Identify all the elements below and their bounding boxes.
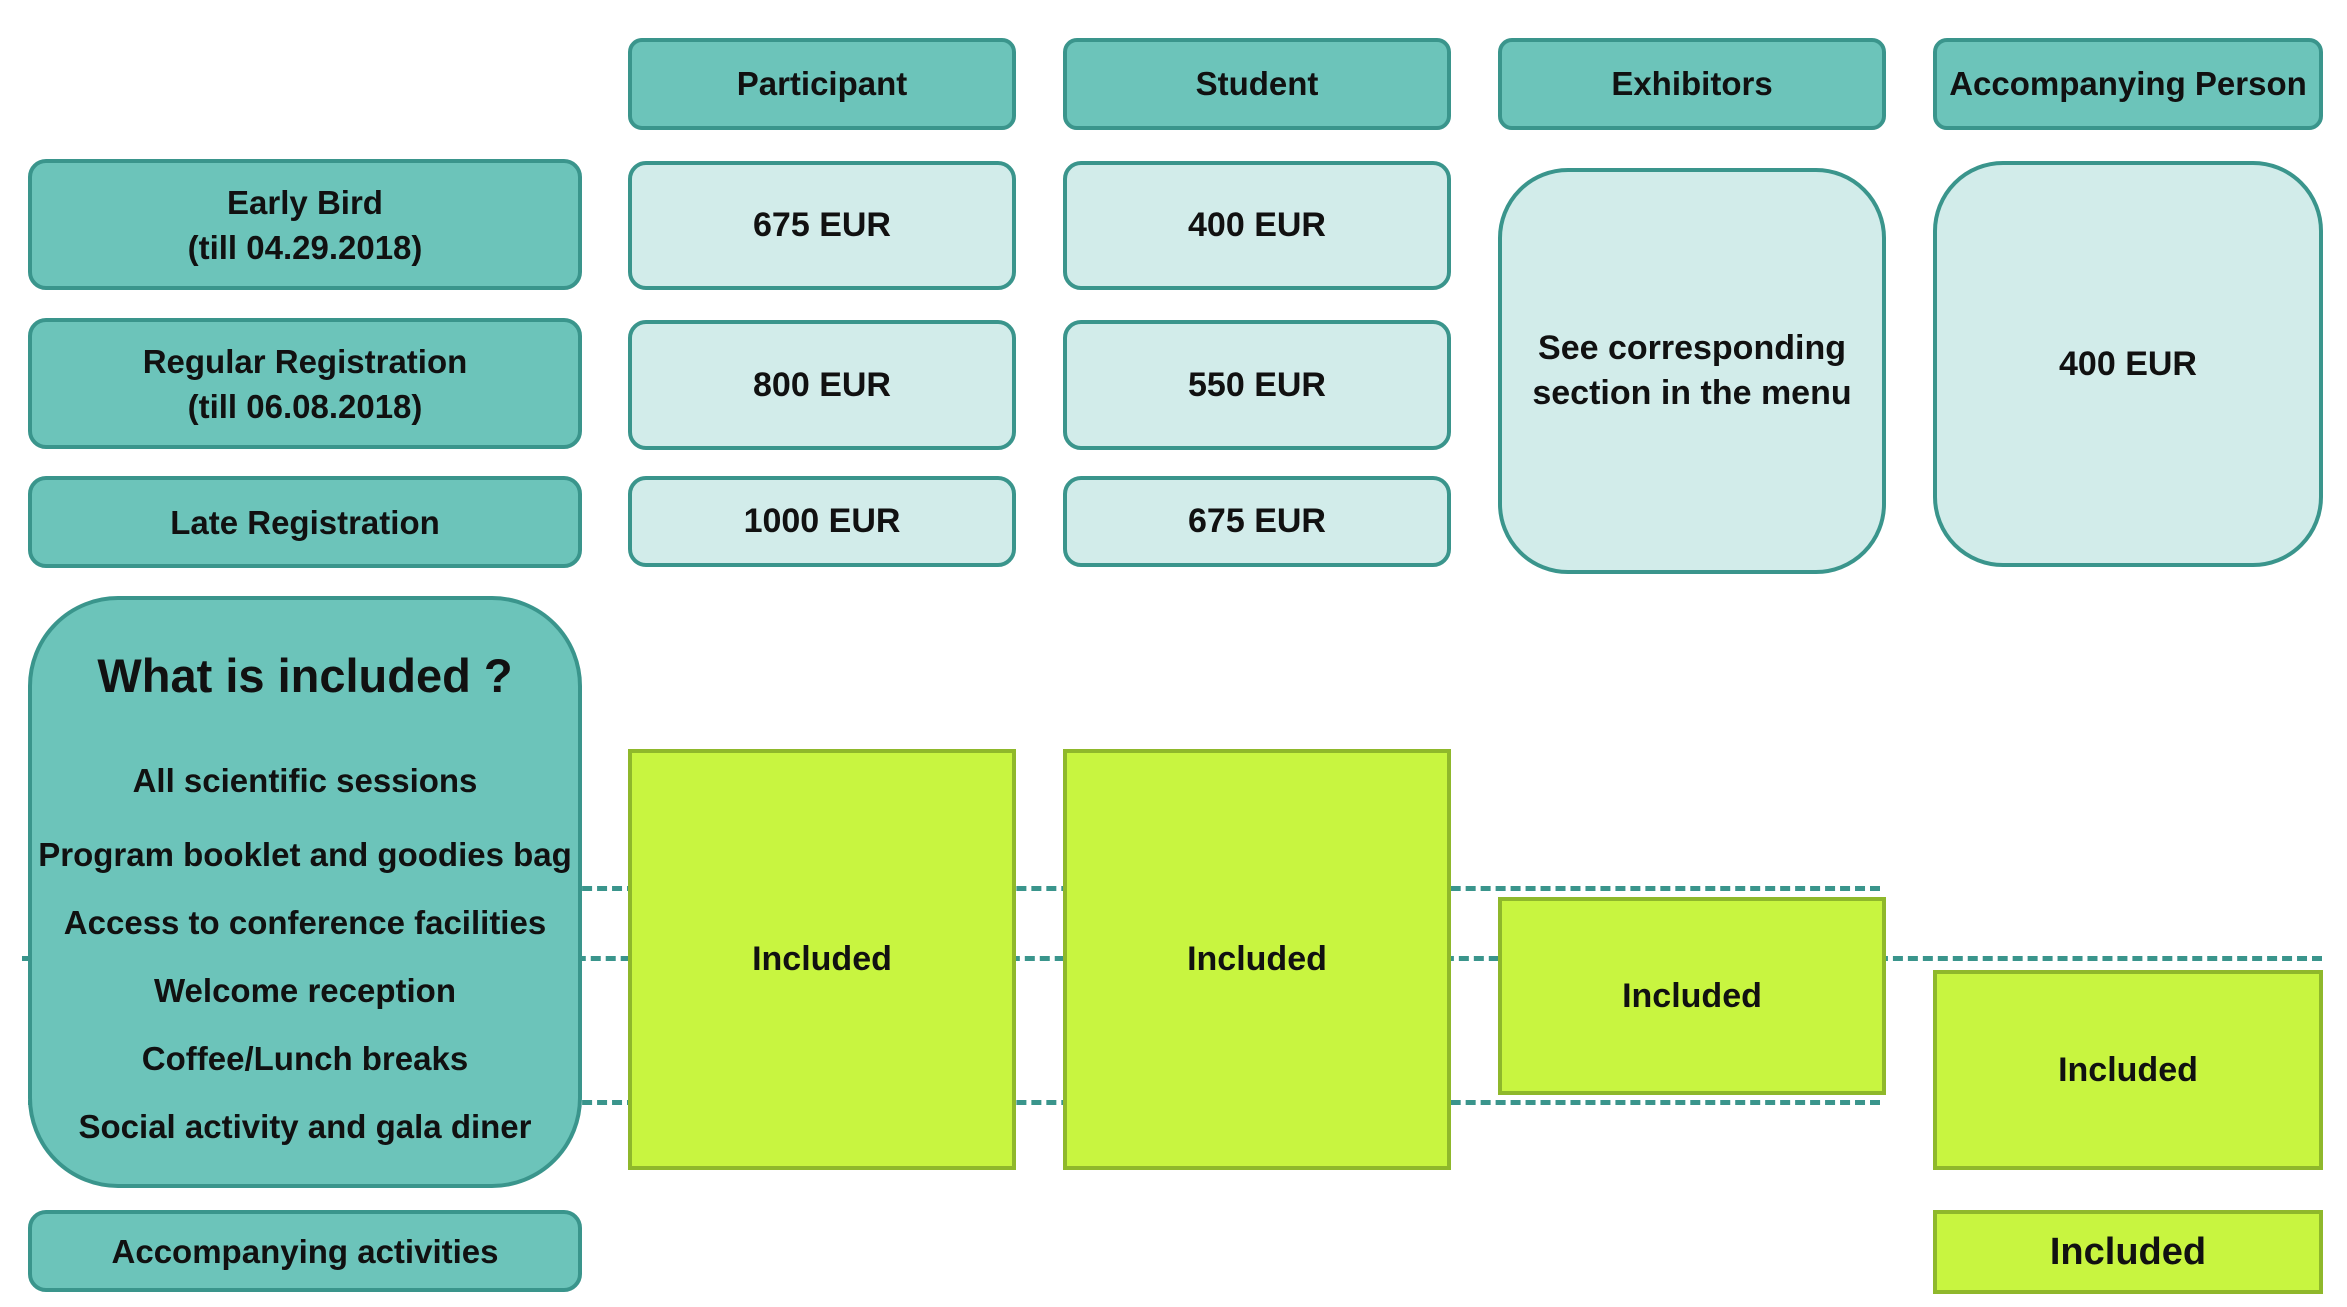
included-item-conference-facilities: Access to conference facilities (63, 904, 547, 941)
included-item-program-booklet: Program booklet and goodies bag (38, 836, 572, 873)
column-header-exhibitors: Exhibitors (1498, 38, 1886, 130)
included-exhibitors: Included (1498, 897, 1886, 1095)
column-header-participant: Participant (628, 38, 1016, 130)
price-accompanying-person: 400 EUR (1933, 161, 2323, 567)
price-exhibitors-note: See corresponding section in the menu (1498, 168, 1886, 574)
included-accompanying-person: Included (1933, 970, 2323, 1170)
price-student-regular: 550 EUR (1063, 320, 1451, 450)
row-label-early-bird: Early Bird (till 04.29.2018) (28, 159, 582, 290)
included-item-scientific-sessions: All scientific sessions (132, 762, 478, 799)
included-item-coffee-lunch: Coffee/Lunch breaks (141, 1040, 469, 1077)
included-item-welcome-reception: Welcome reception (154, 972, 456, 1009)
price-participant-early: 675 EUR (628, 161, 1016, 290)
price-student-early: 400 EUR (1063, 161, 1451, 290)
included-participant: Included (628, 749, 1016, 1170)
included-panel: What is included ? All scientific sessio… (28, 596, 582, 1188)
price-participant-regular: 800 EUR (628, 320, 1016, 450)
price-participant-late: 1000 EUR (628, 476, 1016, 567)
included-student: Included (1063, 749, 1451, 1170)
row-label-accompanying-activities: Accompanying activities (28, 1210, 582, 1292)
price-student-late: 675 EUR (1063, 476, 1451, 567)
row-label-regular-registration: Regular Registration (till 06.08.2018) (28, 318, 582, 449)
included-title: What is included ? (97, 649, 513, 702)
row-label-late-registration: Late Registration (28, 476, 582, 568)
included-accompanying-activities: Included (1933, 1210, 2323, 1294)
included-item-social-activity: Social activity and gala diner (78, 1108, 532, 1145)
column-header-accompanying-person: Accompanying Person (1933, 38, 2323, 130)
column-header-student: Student (1063, 38, 1451, 130)
